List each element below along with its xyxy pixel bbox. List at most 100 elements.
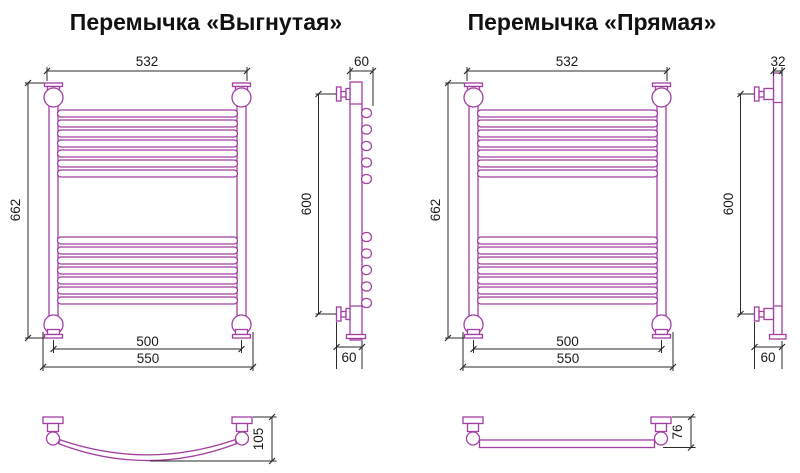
dim-side-depth-bottom: 60 [751, 322, 786, 369]
union-joints [773, 101, 782, 307]
dim-side-depth-top: 32 [770, 54, 786, 76]
dim-depth-76: 76 [663, 413, 696, 451]
rung [56, 109, 239, 118]
dim-label: 32 [770, 54, 785, 69]
post [656, 89, 667, 336]
rung [476, 276, 659, 285]
straight-model: Перемычка «Прямая» [428, 9, 787, 451]
cap-lip [463, 333, 484, 339]
bracket-flange [753, 306, 760, 322]
rung-group-bottom [56, 236, 239, 305]
rung [476, 169, 659, 178]
dim-center-width: 500 [470, 334, 665, 353]
curved-rung-arc [57, 438, 238, 462]
straight-rung-bar [478, 439, 656, 449]
dim-top-width: 532 [463, 54, 671, 81]
wall-plate [650, 416, 672, 425]
rung [476, 246, 659, 255]
wall-bracket-bottom [753, 306, 775, 322]
curved-top-view: 105 [42, 413, 277, 465]
rung [56, 286, 239, 295]
cap-lip [231, 333, 252, 339]
rung [56, 169, 239, 178]
union [45, 431, 61, 446]
cap-body [654, 328, 669, 336]
rung [476, 129, 659, 138]
curved-rung-tabs [360, 107, 373, 309]
rung [476, 109, 659, 118]
post [48, 89, 59, 336]
rung [56, 149, 239, 158]
union [463, 87, 484, 108]
cap-body [466, 328, 481, 336]
wall-plate [462, 416, 484, 425]
straight-title: Перемычка «Прямая» [468, 9, 717, 35]
dim-side-height: 600 [299, 90, 336, 318]
cap-lip [43, 333, 64, 339]
rung [476, 286, 659, 295]
rung-tab [360, 281, 373, 292]
dim-height: 662 [428, 79, 464, 342]
plate-stem [46, 422, 60, 433]
wall-bracket-top [335, 86, 351, 102]
dim-label: 76 [670, 424, 685, 439]
rung [56, 236, 239, 245]
rung-tab [360, 231, 373, 243]
rung-tab [360, 297, 373, 309]
side-post [349, 81, 363, 341]
dim-side-height: 600 [721, 90, 754, 318]
bracket-flange [335, 306, 342, 322]
side-post [772, 72, 783, 336]
curved-side-view: 60 600 60 [299, 54, 377, 369]
rung [56, 119, 239, 128]
plate-stem [654, 422, 668, 433]
cap-body [234, 328, 249, 336]
rung [476, 119, 659, 128]
union [651, 87, 672, 108]
dim-label: 600 [721, 193, 736, 216]
cap-body [46, 328, 61, 336]
cap-lip [651, 333, 672, 339]
dim-label: 550 [557, 351, 580, 366]
rung [476, 296, 659, 305]
rung-tab [360, 264, 373, 276]
plate-stem [466, 422, 480, 433]
union [653, 431, 669, 446]
plate-stem [235, 422, 249, 433]
dim-center-width: 500 [50, 334, 245, 353]
rung [56, 256, 239, 265]
rung-tab [360, 107, 373, 119]
dim-label: 600 [299, 193, 314, 216]
rung-tab [360, 248, 373, 259]
rung [56, 129, 239, 138]
rung [56, 296, 239, 305]
dim-depth-105: 105 [150, 413, 277, 465]
curved-title: Перемычка «Выгнутая» [70, 9, 342, 35]
rung [56, 159, 239, 168]
union [465, 431, 481, 446]
bracket-neck [340, 310, 347, 318]
bracket-neck [340, 90, 347, 98]
rung-group-top [476, 109, 659, 178]
corner-fittings [463, 82, 672, 339]
union-joints [350, 103, 362, 307]
rung-tab [360, 157, 373, 168]
dim-overall-width: 550 [459, 332, 677, 371]
rung-tab [360, 140, 373, 152]
rung [56, 246, 239, 255]
rung-tab [360, 124, 373, 135]
post [468, 89, 479, 336]
rung [476, 256, 659, 265]
wall-bracket-bottom [335, 306, 351, 322]
dim-side-depth-top: 60 [346, 54, 377, 106]
dim-label: 662 [8, 199, 23, 222]
rung [476, 266, 659, 275]
union [231, 87, 252, 108]
dim-label: 60 [354, 54, 369, 69]
bracket-cone [763, 87, 775, 101]
curved-model: Перемычка «Выгнутая» [8, 9, 377, 465]
rung [476, 236, 659, 245]
post [236, 89, 247, 336]
